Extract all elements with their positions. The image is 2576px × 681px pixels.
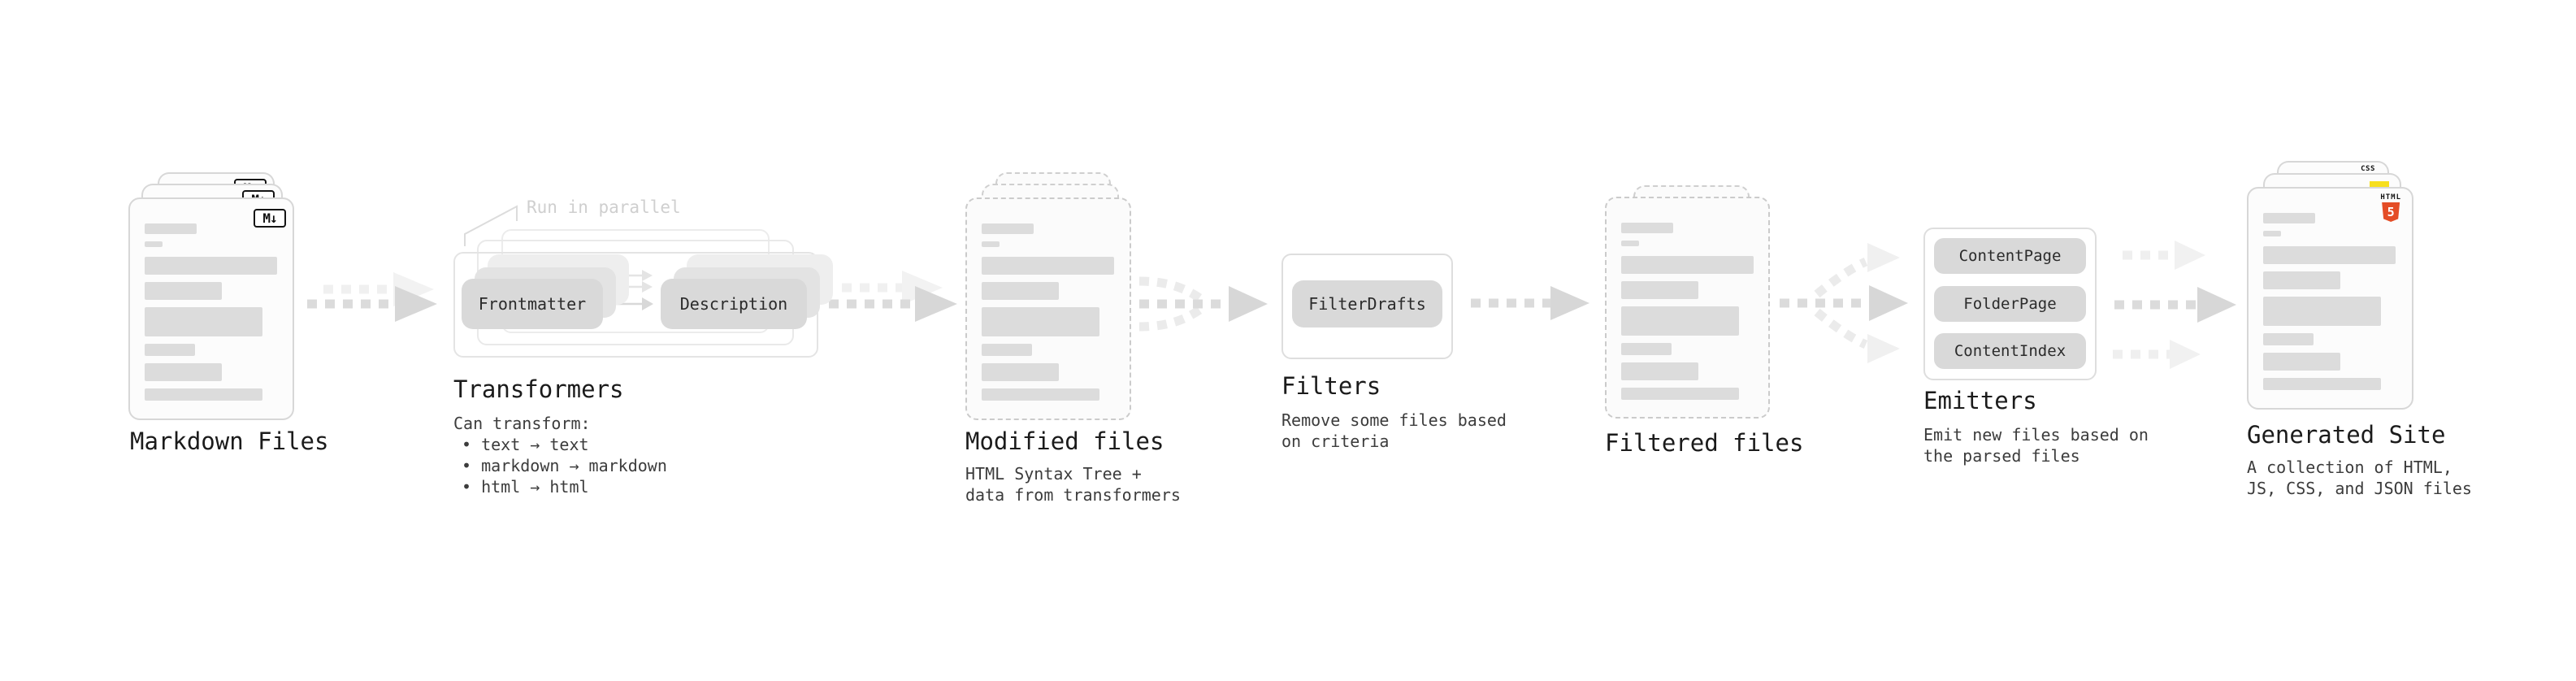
run-in-parallel-label: Run in parallel [527, 197, 681, 217]
js-icon [2370, 181, 2389, 189]
html5-icon: HTML 5 [2380, 193, 2401, 222]
text-line-bar [2263, 246, 2396, 264]
text-line-bar [1621, 241, 1639, 246]
transformers-description: Can transform: • text → text • markdown … [453, 413, 667, 497]
text-line-bar [982, 282, 1059, 300]
text-line-bar [2263, 378, 2381, 390]
filters-title: Filters [1281, 372, 1381, 400]
site-file-card-html: HTML 5 [2247, 187, 2413, 410]
text-line-bar [2263, 231, 2281, 236]
section-filters: FilterDrafts Filters Remove some files b… [1281, 254, 1525, 497]
contentpage-node: ContentPage [1934, 238, 2086, 274]
doc-content-placeholder [145, 223, 277, 408]
generated-site-desc-line1: A collection of HTML, [2247, 458, 2452, 477]
filtered-file-card [1605, 197, 1770, 419]
text-line-bar [145, 257, 277, 275]
modified-files-description: HTML Syntax Tree + data from transformer… [965, 463, 1181, 505]
html5-icon-label: HTML [2380, 193, 2401, 202]
section-filtered-files: Filtered files [1605, 185, 1849, 510]
text-line-bar [1621, 388, 1739, 400]
text-line-bar [982, 307, 1099, 336]
text-line-bar [982, 363, 1059, 381]
filterdrafts-node: FilterDrafts [1292, 280, 1442, 327]
frontmatter-node: Frontmatter [462, 279, 603, 329]
text-line-bar [1621, 256, 1754, 274]
transformers-bullet-0: • text → text [462, 435, 589, 454]
emitters-desc-line2: the parsed files [1923, 446, 2080, 466]
text-line-bar [1621, 223, 1673, 233]
modified-file-card [965, 197, 1131, 420]
text-line-bar [145, 363, 222, 381]
text-line-bar [982, 344, 1032, 356]
filters-description: Remove some files based on criteria [1281, 410, 1507, 452]
doc-content-placeholder [1621, 223, 1754, 407]
text-line-bar [1621, 306, 1739, 336]
text-line-bar [145, 241, 163, 247]
modified-files-title: Modified files [965, 427, 1164, 455]
text-line-bar [2263, 333, 2314, 345]
text-line-bar [145, 388, 262, 401]
generated-site-description: A collection of HTML, JS, CSS, and JSON … [2247, 457, 2472, 499]
css-icon-label: CSS [2361, 165, 2375, 173]
generated-site-desc-line2: JS, CSS, and JSON files [2247, 479, 2472, 498]
text-line-bar [1621, 343, 1672, 355]
text-line-bar [145, 344, 195, 356]
filters-desc-line2: on criteria [1281, 432, 1390, 451]
html5-icon-shield: 5 [2382, 202, 2400, 222]
modified-files-desc-line2: data from transformers [965, 485, 1181, 505]
doc-content-placeholder [2263, 213, 2396, 397]
arrow-transformers-to-modified [829, 271, 957, 322]
transformers-bullet-1: • markdown → markdown [462, 456, 667, 475]
text-line-bar [982, 223, 1034, 234]
text-line-bar [145, 307, 262, 336]
transformers-bullet-2: • html → html [462, 477, 589, 497]
generated-site-title: Generated Site [2247, 421, 2446, 449]
text-line-bar [982, 257, 1114, 275]
transformers-desc-heading: Can transform: [453, 414, 591, 433]
text-line-bar [982, 241, 1000, 247]
markdown-files-title: Markdown Files [130, 427, 329, 455]
description-node: Description [661, 279, 807, 329]
filters-desc-line1: Remove some files based [1281, 410, 1507, 430]
section-transformers: Run in parallel Frontmatter Description … [453, 195, 835, 520]
text-line-bar [145, 223, 197, 234]
emitters-title: Emitters [1923, 387, 2037, 414]
emitters-description: Emit new files based on the parsed files [1923, 424, 2149, 466]
section-emitters: ContentPage FolderPage ContentIndex Emit… [1923, 228, 2184, 488]
markdown-icon: M↓ [254, 209, 286, 228]
modified-files-desc-line1: HTML Syntax Tree + [965, 464, 1142, 484]
text-line-bar [2263, 297, 2381, 326]
markdown-file-card: M↓ [128, 197, 294, 420]
doc-content-placeholder [982, 223, 1114, 408]
section-markdown-files: M↓ M↓ M↓ Markdown Files [128, 161, 356, 502]
filtered-files-title: Filtered files [1605, 429, 1804, 457]
folderpage-node: FolderPage [1934, 286, 2086, 322]
contentindex-node: ContentIndex [1934, 333, 2086, 369]
section-modified-files: Modified files HTML Syntax Tree + data f… [965, 172, 1209, 530]
text-line-bar [1621, 362, 1698, 380]
section-generated-site: CSS HTML 5 Generated Site [2247, 161, 2523, 518]
text-line-bar [2263, 271, 2340, 289]
text-line-bar [2263, 353, 2340, 371]
text-line-bar [982, 388, 1099, 401]
text-line-bar [2263, 213, 2315, 223]
text-line-bar [145, 282, 222, 300]
emitters-desc-line1: Emit new files based on [1923, 425, 2149, 445]
transformers-title: Transformers [453, 375, 624, 403]
text-line-bar [1621, 281, 1698, 299]
